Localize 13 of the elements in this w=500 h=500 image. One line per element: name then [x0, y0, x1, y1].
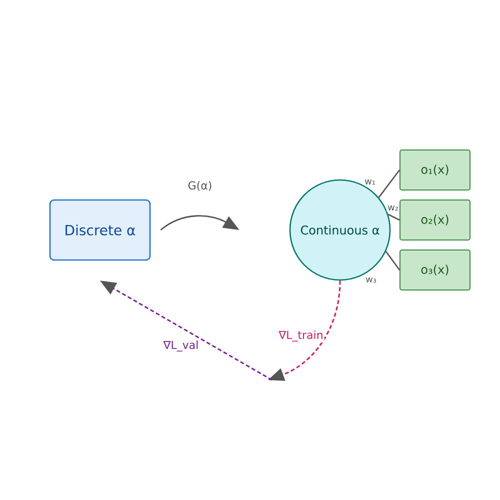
edge-label: w₂: [386, 204, 400, 212]
edge-label: w₃: [364, 276, 378, 284]
connector-line: [378, 170, 400, 198]
edge-label: w₁: [364, 178, 376, 186]
edge-label: ∇L_val: [162, 340, 200, 352]
edge-label: ∇L_train: [278, 330, 324, 342]
operation-box: o₁(x): [400, 150, 470, 190]
operation-box: o₂(x): [400, 200, 470, 240]
operation-box: o₃(x): [400, 250, 470, 290]
process-box: Discrete α: [49, 199, 151, 261]
connector-line: [385, 250, 400, 270]
connector-line: [388, 214, 400, 221]
edge-label: G(α): [186, 180, 214, 192]
